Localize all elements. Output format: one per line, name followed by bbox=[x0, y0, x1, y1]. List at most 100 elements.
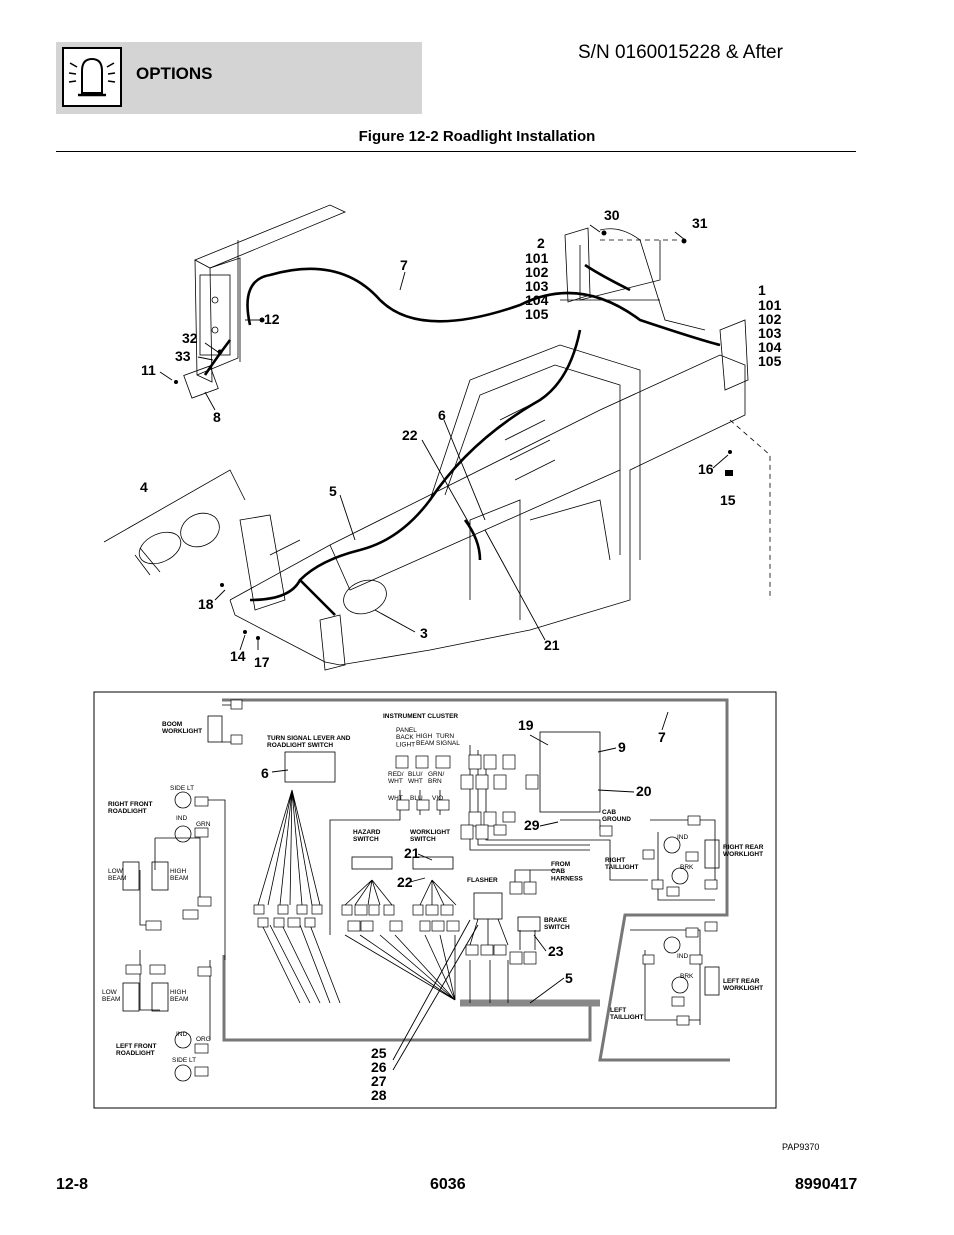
callout-4: 4 bbox=[140, 479, 148, 495]
callout-22: 22 bbox=[402, 427, 418, 443]
callout-102-top: 102 bbox=[525, 264, 549, 280]
left-front-low-beam-lamp bbox=[122, 982, 140, 1012]
schematic-wiring bbox=[139, 698, 730, 1062]
roadlight-harness-route bbox=[203, 263, 721, 616]
schematic-callout-5: 5 bbox=[565, 970, 573, 986]
label-wht: WHT bbox=[388, 795, 403, 802]
turn-signal-switch-body bbox=[284, 751, 336, 783]
schematic-callout-21: 21 bbox=[404, 845, 420, 861]
figure-title: Figure 12-2 Roadlight Installation bbox=[358, 128, 596, 145]
callout-30: 30 bbox=[604, 207, 620, 223]
schematic-callout-27: 27 bbox=[371, 1073, 387, 1089]
schematic-callout-6: 6 bbox=[261, 765, 269, 781]
callout-105-right: 105 bbox=[758, 353, 782, 369]
callout-31: 31 bbox=[692, 215, 708, 231]
schematic-callout-7: 7 bbox=[658, 729, 666, 745]
label-brk-right: BRK bbox=[680, 864, 694, 871]
schematic-callouts: 19 9 7 6 20 29 21 22 23 5 25 26 27 28 bbox=[261, 717, 666, 1103]
callout-leaders bbox=[159, 224, 729, 651]
label-side-lt-right: SIDE LT bbox=[170, 785, 194, 792]
label-flasher: FLASHER bbox=[467, 877, 498, 884]
callout-104-top: 104 bbox=[525, 292, 549, 308]
callout-12: 12 bbox=[264, 311, 280, 327]
schematic-callout-20: 20 bbox=[636, 783, 652, 799]
options-light-icon bbox=[62, 47, 122, 107]
right-front-side-lamp bbox=[174, 791, 192, 809]
callout-21: 21 bbox=[544, 637, 560, 653]
machine-frame-drawing bbox=[103, 204, 771, 671]
schematic-callout-19: 19 bbox=[518, 717, 534, 733]
footer-model: 6036 bbox=[430, 1176, 466, 1193]
schematic-frame bbox=[93, 691, 777, 1109]
schematic-lamps bbox=[122, 731, 720, 1082]
callout-11: 11 bbox=[141, 362, 156, 378]
brake-switch-body bbox=[517, 916, 541, 932]
label-brk-left: BRK bbox=[680, 973, 694, 980]
figure-code: PAP9370 bbox=[782, 1142, 820, 1152]
schematic-callout-28: 28 bbox=[371, 1087, 387, 1103]
upper-callouts: 30 31 2 101 102 103 104 105 7 1 101 102 … bbox=[140, 207, 782, 670]
relay-block bbox=[539, 731, 601, 813]
schematic-callout-29: 29 bbox=[524, 817, 540, 833]
label-side-lt-left: SIDE LT bbox=[172, 1057, 196, 1064]
section-title: OPTIONS bbox=[136, 64, 213, 83]
callout-102-right: 102 bbox=[758, 311, 782, 327]
callout-16: 16 bbox=[698, 461, 714, 477]
right-front-high-beam-lamp bbox=[151, 861, 169, 891]
callout-105-top: 105 bbox=[525, 306, 549, 322]
label-red-wht: RED/WHT bbox=[388, 771, 404, 785]
schematic-callout-22: 22 bbox=[397, 874, 413, 890]
callout-33: 33 bbox=[175, 348, 191, 364]
callout-14: 14 bbox=[230, 648, 246, 664]
label-instrument-cluster: INSTRUMENT CLUSTER bbox=[383, 713, 458, 720]
callout-5: 5 bbox=[329, 483, 337, 499]
label-grn: GRN bbox=[196, 821, 211, 828]
left-front-indicator-lamp bbox=[174, 1031, 192, 1049]
schematic-leaders bbox=[271, 711, 669, 1071]
label-blu-wht: BLU/WHT bbox=[408, 771, 423, 785]
left-front-side-lamp bbox=[174, 1064, 192, 1082]
hardware-parts bbox=[174, 230, 733, 640]
schematic-callout-25: 25 bbox=[371, 1045, 387, 1061]
callout-3: 3 bbox=[420, 625, 428, 641]
left-front-high-beam-lamp bbox=[151, 982, 169, 1012]
callout-32: 32 bbox=[182, 330, 198, 346]
right-tail-brake-lamp bbox=[671, 867, 689, 885]
right-front-indicator-lamp bbox=[174, 825, 192, 843]
callout-101-right: 101 bbox=[758, 297, 782, 313]
callout-7: 7 bbox=[400, 257, 408, 273]
hazard-switch-body bbox=[351, 856, 393, 870]
callout-1: 1 bbox=[758, 282, 766, 298]
serial-number: S/N 0160015228 & After bbox=[578, 42, 783, 63]
label-ind-right-tail: IND bbox=[677, 834, 689, 841]
callout-104-right: 104 bbox=[758, 339, 782, 355]
label-org: ORG bbox=[196, 1036, 211, 1043]
left-tail-indicator-lamp bbox=[663, 936, 681, 954]
label-ind-left-tail: IND bbox=[677, 953, 689, 960]
right-front-low-beam-lamp bbox=[122, 861, 140, 891]
callout-103-right: 103 bbox=[758, 325, 782, 341]
right-tail-indicator-lamp bbox=[663, 836, 681, 854]
label-blu: BLU bbox=[410, 795, 423, 802]
callout-101-top: 101 bbox=[525, 250, 549, 266]
callout-8: 8 bbox=[213, 409, 221, 425]
connector-terminals bbox=[125, 699, 718, 1077]
schematic-callout-26: 26 bbox=[371, 1059, 387, 1075]
title-rule bbox=[56, 151, 856, 152]
callout-18: 18 bbox=[198, 596, 214, 612]
